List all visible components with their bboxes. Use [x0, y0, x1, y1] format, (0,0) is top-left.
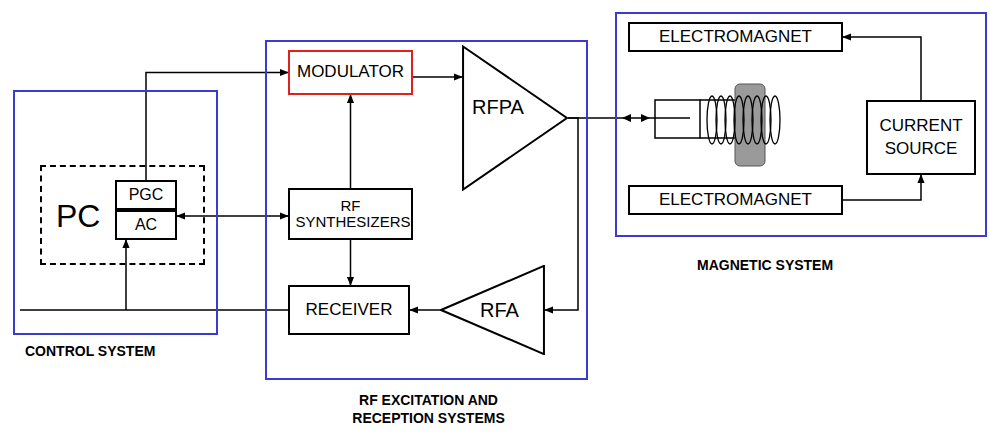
connector-arrow [20, 240, 288, 310]
box-label: ELECTROMAGNET [659, 28, 812, 47]
arrow-head [622, 114, 631, 122]
coil-turn [770, 96, 780, 144]
connector-arrow [177, 215, 288, 217]
computer-box: PC PGC AC [40, 165, 205, 265]
box-label: RFPA [472, 96, 524, 118]
group-label: CONTROL SYSTEM [25, 343, 155, 361]
group-label: MAGNETIC SYSTEM [697, 257, 833, 275]
process-box: AC [115, 210, 177, 240]
box-label: ELECTROMAGNET [659, 191, 812, 210]
box-label: RECEIVER [306, 301, 393, 320]
coil-windings [707, 96, 780, 144]
box-label: PC [56, 199, 100, 234]
amplifier-triangle: RFA [440, 265, 545, 355]
electromagnet-box: ELECTROMAGNET [628, 22, 843, 52]
box-label: AC [135, 216, 157, 234]
process-box: RECEIVER [288, 285, 410, 335]
box-label: PGC [129, 186, 164, 204]
triangle-outline [462, 45, 568, 191]
connector-arrow [843, 175, 921, 200]
process-box: CURRENT SOURCE [866, 100, 976, 175]
box-label: RF SYNTHESIZERS [296, 198, 406, 231]
box-label: RFA [480, 299, 519, 321]
box-label: CURRENT SOURCE [876, 115, 966, 159]
box-label: MODULATOR [297, 63, 404, 82]
modulator-box: MODULATOR [288, 50, 413, 95]
system-group: RF EXCITATION AND RECEPTION SYSTEMSMODUL… [265, 40, 588, 380]
electromagnet-box: ELECTROMAGNET [628, 185, 843, 215]
connector-arrow [350, 95, 352, 188]
probe-frame [655, 100, 700, 138]
connector-arrow [413, 76, 462, 78]
process-box: PGC [115, 180, 177, 210]
arrow-head [641, 114, 650, 122]
system-group: CONTROL SYSTEMPCPGCAC [13, 90, 218, 335]
connector-arrow [843, 37, 921, 100]
connector-arrow [545, 118, 578, 310]
system-group: MAGNETIC SYSTEMELECTROMAGNETELECTROMAGNE… [615, 12, 987, 237]
group-label: RF EXCITATION AND RECEPTION SYSTEMS [329, 392, 529, 427]
connector-arrow [410, 309, 440, 311]
connector-arrow [350, 240, 352, 285]
process-box: RF SYNTHESIZERS [288, 188, 413, 240]
amplifier-triangle: RFPA [462, 45, 568, 191]
